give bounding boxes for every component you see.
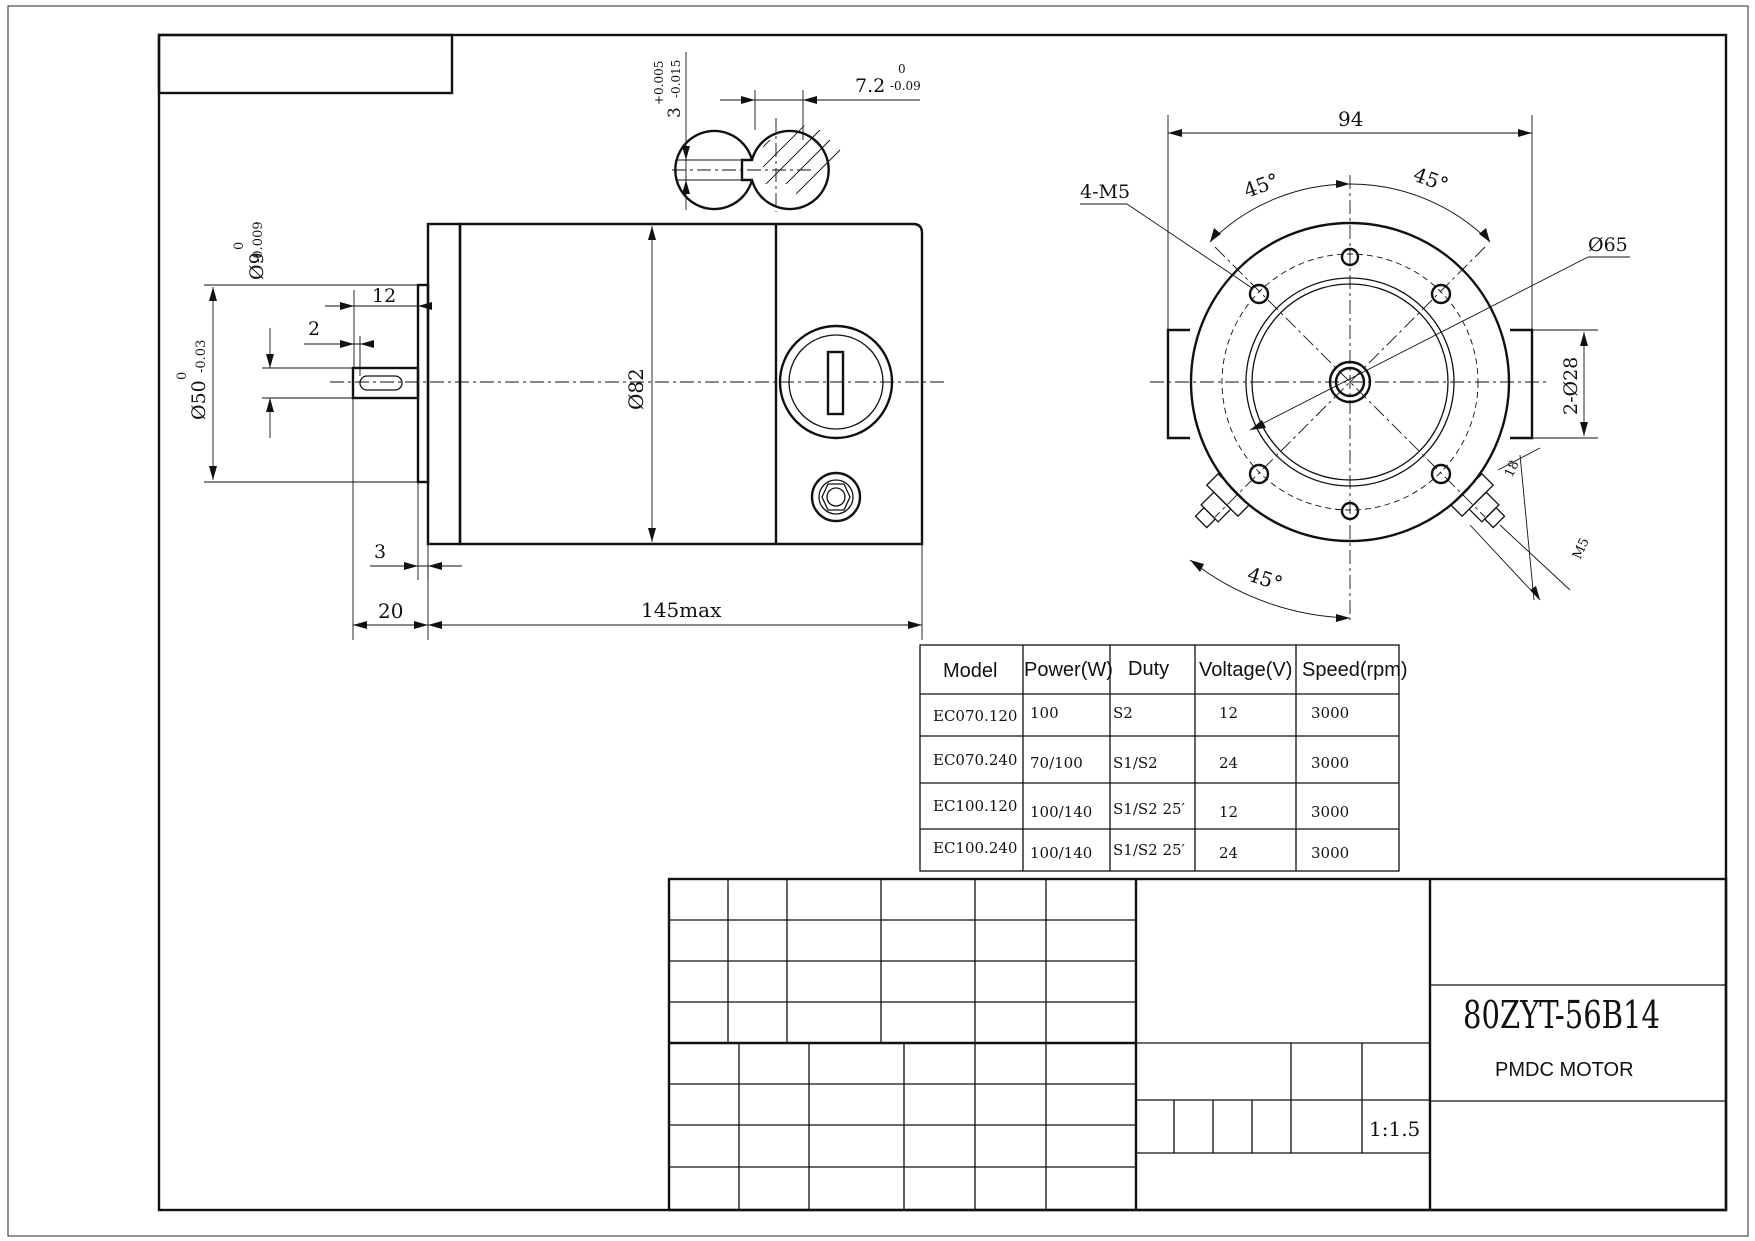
shaft-section: 3 +0.005 -0.015 7.2 0 -0.09 xyxy=(652,52,921,212)
dim-key-width-tol-upper: +0.005 xyxy=(652,61,666,105)
spec-row-2-duty: S1/S2 xyxy=(1113,754,1158,772)
spec-header-model: Model xyxy=(943,660,997,682)
dim-shaft-dia: Ø9 xyxy=(246,252,268,280)
dim-terminal-thread: M5 xyxy=(1570,536,1593,562)
title-block: 80ZYT-56B14 PMDC MOTOR 1:1.5 xyxy=(667,877,1728,1212)
spec-row-1-model: EC070.120 xyxy=(933,707,1017,725)
dim-key-depth-tol-upper: 0 xyxy=(898,62,906,76)
dim-shaft-tol-upper: 0 xyxy=(232,242,247,250)
spec-row-1-speed: 3000 xyxy=(1311,704,1349,722)
spec-row-2-power: 70/100 xyxy=(1030,754,1083,772)
spec-row-3-speed: 3000 xyxy=(1311,803,1349,821)
spec-row-4-power: 100/140 xyxy=(1030,844,1092,862)
spec-row-4-model: EC100.240 xyxy=(933,839,1017,857)
spec-header-duty: Duty xyxy=(1128,658,1169,680)
dim-pilot-tol-lower: -0.03 xyxy=(194,340,209,373)
dim-shaft-length: 20 xyxy=(378,599,403,623)
dim-terminal-offset: 18 xyxy=(1502,458,1523,479)
side-view-dimensions: Ø82 Ø50 0 -0.03 Ø9 0 -0.009 12 2 xyxy=(175,221,923,640)
spec-table: Model Power(W) Duty Voltage(V) Speed(rpm… xyxy=(919,644,1408,872)
spec-row-3-power: 100/140 xyxy=(1030,803,1092,821)
dim-pilot-tol-upper: 0 xyxy=(175,372,190,380)
corner-label-box xyxy=(157,33,454,95)
dim-angle-a: 45° xyxy=(1241,168,1283,203)
drawing-title: PMDC MOTOR xyxy=(1495,1059,1634,1081)
outer-border xyxy=(7,5,1749,1237)
front-view-dimensions: 94 45° 45° 45° 4-M5 Ø65 2-Ø28 xyxy=(1080,107,1630,622)
spec-row-3-model: EC100.120 xyxy=(933,797,1017,815)
dim-bolt-circle: Ø65 xyxy=(1588,234,1628,256)
dim-angle-b: 45° xyxy=(1410,162,1452,197)
spec-row-4-voltage: 24 xyxy=(1219,844,1238,862)
drawing-scale: 1:1.5 xyxy=(1369,1117,1420,1141)
spec-header-power: Power(W) xyxy=(1024,659,1113,681)
motor-side-view xyxy=(330,222,948,546)
spec-header-speed: Speed(rpm) xyxy=(1302,659,1408,681)
spec-header-voltage: Voltage(V) xyxy=(1199,659,1292,681)
dim-key-depth: 7.2 xyxy=(855,75,885,97)
dim-key-depth-tol-lower: -0.09 xyxy=(890,79,921,93)
dim-key-length: 12 xyxy=(372,285,396,307)
dim-key-offset: 2 xyxy=(308,318,320,340)
dim-key-width-tol-lower: -0.015 xyxy=(669,60,683,98)
spec-row-1-voltage: 12 xyxy=(1219,704,1238,722)
motor-front-view xyxy=(1150,175,1550,620)
spec-row-2-speed: 3000 xyxy=(1311,754,1349,772)
dim-angle-c: 45° xyxy=(1244,562,1285,596)
spec-row-3-duty: S1/S2 25′ xyxy=(1113,800,1186,818)
dim-shaft-tol-lower: -0.009 xyxy=(251,221,266,263)
dim-mount-holes: 4-M5 xyxy=(1080,181,1130,203)
drawing-number: 80ZYT-56B14 xyxy=(1463,993,1660,1037)
dim-boss-dia: 2-Ø28 xyxy=(1560,357,1582,415)
dim-pilot-dia: Ø50 xyxy=(188,380,210,420)
dim-flange-thickness: 3 xyxy=(374,541,386,563)
dim-key-width: 3 xyxy=(665,107,685,118)
spec-row-2-voltage: 24 xyxy=(1219,754,1238,772)
spec-row-4-speed: 3000 xyxy=(1311,844,1349,862)
dim-body-length: 145max xyxy=(641,598,722,622)
spec-row-1-duty: S2 xyxy=(1113,704,1133,722)
dim-overall-width: 94 xyxy=(1338,107,1363,131)
dim-body-dia: Ø82 xyxy=(624,368,648,410)
spec-row-1-power: 100 xyxy=(1030,704,1059,722)
spec-row-3-voltage: 12 xyxy=(1219,803,1238,821)
spec-row-2-model: EC070.240 xyxy=(933,751,1017,769)
spec-row-4-duty: S1/S2 25′ xyxy=(1113,841,1186,859)
